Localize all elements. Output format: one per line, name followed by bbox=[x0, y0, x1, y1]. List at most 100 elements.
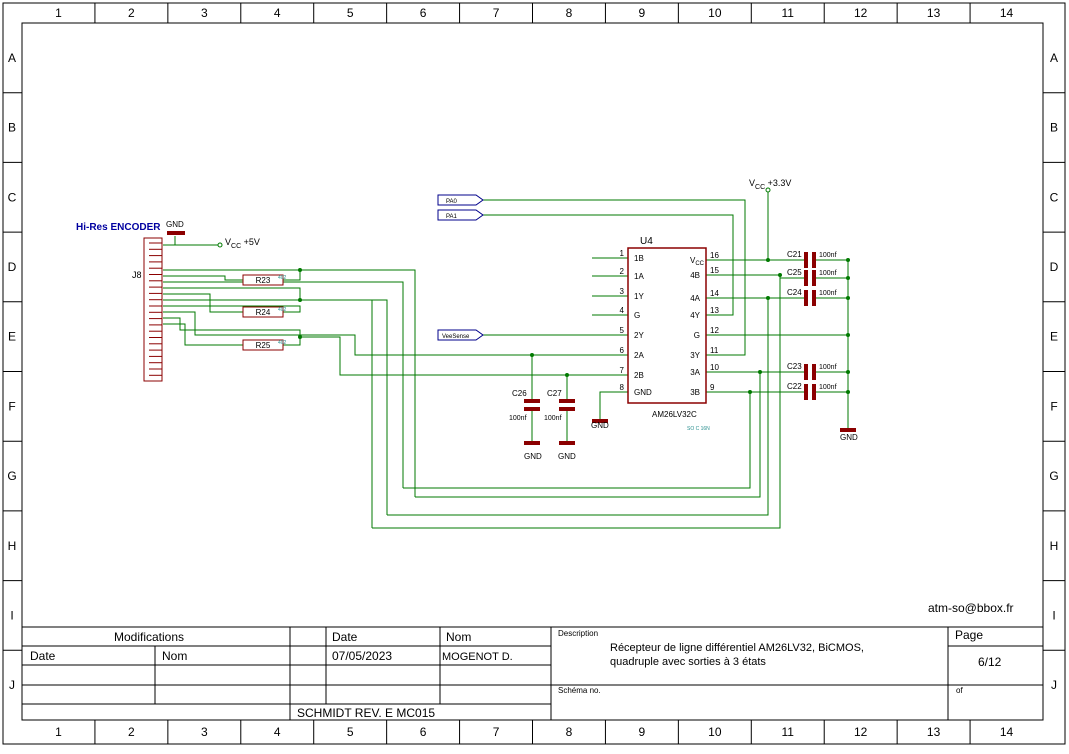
svg-text:PA0: PA0 bbox=[446, 199, 458, 205]
ic-u4: U4 AM26LV32C SO C 16N 11B21A31Y4G52Y62A7… bbox=[620, 236, 720, 432]
column-label-top: 8 bbox=[566, 6, 573, 20]
row-label-right: G bbox=[1049, 469, 1058, 483]
row-label-left: A bbox=[8, 51, 16, 65]
encoder-gnd-symbol bbox=[167, 231, 185, 235]
ic-pin-name: 1Y bbox=[634, 292, 644, 301]
column-label-bottom: 4 bbox=[274, 725, 281, 739]
ic-pin-name: 4Y bbox=[690, 311, 700, 320]
title-block bbox=[21, 626, 1044, 721]
ic-pin-name: GND bbox=[634, 388, 652, 397]
ic-pin-number: 10 bbox=[710, 363, 719, 372]
row-label-left: G bbox=[7, 469, 16, 483]
svg-text:6/12: 6/12 bbox=[978, 655, 1002, 669]
ic-pin-number: 5 bbox=[620, 326, 625, 335]
ic-pin-number: 7 bbox=[620, 366, 625, 375]
column-label-bottom: 6 bbox=[420, 725, 427, 739]
column-label-top: 3 bbox=[201, 6, 208, 20]
svg-text:VCC +3.3V: VCC +3.3V bbox=[749, 178, 791, 191]
column-label-bottom: 3 bbox=[201, 725, 208, 739]
gnd-c27 bbox=[559, 441, 575, 445]
ic-pin-number: 8 bbox=[620, 383, 625, 392]
row-label-right: A bbox=[1050, 51, 1058, 65]
svg-text:quadruple avec sorties à 3 éta: quadruple avec sorties à 3 états bbox=[610, 656, 766, 668]
row-label-right: C bbox=[1050, 190, 1059, 204]
row-label-right: E bbox=[1050, 330, 1058, 344]
svg-text:MOGENOT D.: MOGENOT D. bbox=[442, 651, 513, 663]
capacitor-ref: C25 bbox=[787, 268, 802, 277]
ic-pin-number: 1 bbox=[620, 249, 625, 258]
ic-pin-name: 1B bbox=[634, 254, 644, 263]
column-label-top: 12 bbox=[854, 6, 868, 20]
column-label-bottom: 11 bbox=[782, 725, 795, 739]
gnd-ic bbox=[592, 419, 608, 423]
column-label-bottom: 12 bbox=[854, 725, 868, 739]
gnd-ic-label: GND bbox=[591, 421, 609, 430]
column-ticks bbox=[94, 3, 971, 744]
port-pa0: PA0 bbox=[437, 194, 484, 206]
capacitor-ref: C26 bbox=[512, 389, 527, 398]
column-label-bottom: 1 bbox=[55, 725, 62, 739]
row-label-left: D bbox=[8, 260, 17, 274]
row-label-right: I bbox=[1052, 608, 1055, 622]
row-label-right: H bbox=[1050, 539, 1059, 553]
ic-pin-number: 4 bbox=[620, 306, 625, 315]
ic-pin-name: 1A bbox=[634, 272, 644, 281]
row-label-left: J bbox=[9, 678, 15, 692]
capacitor-value: 100nf bbox=[819, 384, 837, 391]
ic-pin-number: 14 bbox=[710, 289, 719, 298]
gnd-symbols bbox=[524, 419, 856, 445]
svg-text:Date: Date bbox=[30, 649, 56, 663]
ic-pin-number: 3 bbox=[620, 287, 625, 296]
svg-text:402: 402 bbox=[278, 307, 287, 313]
encoder-connector: Hi-Res ENCODER J8 GND VCC +5V bbox=[76, 220, 260, 382]
column-label-top: 10 bbox=[708, 6, 722, 20]
capacitor-value: 100nf bbox=[819, 252, 837, 259]
vcc5-label: VCC +5V bbox=[225, 237, 260, 250]
ic-pin-name: 2A bbox=[634, 351, 644, 360]
svg-text:Nom: Nom bbox=[162, 649, 187, 663]
port-veesense: VeeSense bbox=[437, 329, 484, 341]
wires bbox=[163, 192, 849, 529]
gnd-rail bbox=[840, 428, 856, 432]
column-label-top: 7 bbox=[493, 6, 500, 20]
author-email: atm-so@bbox.fr bbox=[928, 601, 1014, 615]
resistor-r23: R23 402 bbox=[242, 274, 287, 286]
ic-pin-name: 3A bbox=[690, 368, 700, 377]
row-label-right: B bbox=[1050, 121, 1058, 135]
capacitor-ref: C23 bbox=[787, 362, 802, 371]
svg-text:402: 402 bbox=[278, 340, 287, 346]
svg-text:Page: Page bbox=[955, 628, 983, 642]
resistor-r25: R25 402 bbox=[242, 339, 287, 351]
capacitor-ref: C22 bbox=[787, 382, 802, 391]
column-label-bottom: 7 bbox=[493, 725, 500, 739]
ic-pin-name: 3Y bbox=[690, 351, 700, 360]
ic-pin-name: G bbox=[694, 331, 700, 340]
column-label-top: 1 bbox=[55, 6, 62, 20]
ic-pin-number: 15 bbox=[710, 266, 719, 275]
column-label-bottom: 2 bbox=[128, 725, 135, 739]
svg-text:Récepteur de ligne différentie: Récepteur de ligne différentiel AM26LV32… bbox=[610, 642, 864, 654]
column-label-top: 9 bbox=[639, 6, 646, 20]
row-ticks bbox=[3, 92, 1065, 651]
row-label-left: H bbox=[8, 539, 17, 553]
ic-note: SO C 16N bbox=[687, 426, 710, 432]
junctions bbox=[298, 258, 850, 394]
ic-pin-number: 16 bbox=[710, 251, 719, 260]
svg-text:R25: R25 bbox=[256, 341, 271, 350]
ic-pin-name: 2B bbox=[634, 371, 644, 380]
ic-part: AM26LV32C bbox=[652, 410, 697, 419]
row-label-right: F bbox=[1050, 399, 1057, 413]
column-label-top: 13 bbox=[927, 6, 941, 20]
vcc33-supply: VCC +3.3V bbox=[749, 178, 791, 193]
svg-text:402: 402 bbox=[278, 275, 287, 281]
svg-text:VeeSense: VeeSense bbox=[442, 334, 470, 340]
column-label-bottom: 9 bbox=[639, 725, 646, 739]
row-label-left: F bbox=[8, 399, 15, 413]
